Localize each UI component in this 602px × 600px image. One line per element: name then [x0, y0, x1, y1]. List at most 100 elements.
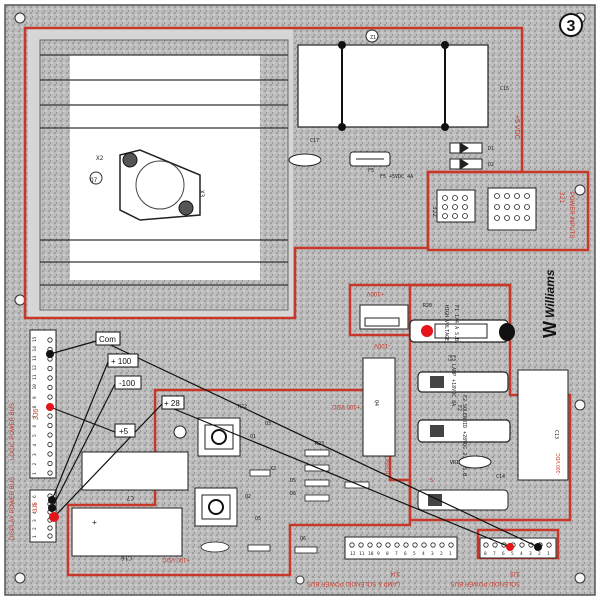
svg-text:3: 3 — [567, 18, 576, 35]
svg-text:C7: C7 — [126, 494, 134, 501]
svg-text:-100: -100 — [119, 379, 136, 388]
svg-text:C16: C16 — [121, 554, 132, 561]
williams-logo: W Williams — [540, 269, 560, 338]
svg-text:+100 VDC: +100 VDC — [161, 556, 190, 562]
svg-text:HIGH VOLTAGE: HIGH VOLTAGE — [443, 305, 449, 341]
svg-text:3J5: 3J5 — [33, 502, 39, 512]
connector-pin — [47, 384, 53, 391]
heat-sink-zone: Q7 X3 X2 — [28, 28, 293, 318]
svg-text:R20: R20 — [423, 303, 432, 309]
connector-pin — [47, 365, 53, 372]
probe-points — [46, 350, 542, 551]
callout-plus100: + 100 — [107, 353, 139, 368]
fuse-lower — [417, 489, 509, 511]
connector-pin — [519, 542, 525, 548]
connector-pin — [385, 542, 391, 548]
connector-pin — [403, 542, 409, 548]
connector-pin — [448, 542, 454, 548]
svg-text:C14: C14 — [496, 474, 505, 480]
connector-pin — [394, 542, 400, 548]
pin-number: 10 — [32, 384, 38, 390]
svg-text:5: 5 — [430, 478, 433, 484]
hv-zone — [359, 304, 409, 330]
svg-text:+100V: +100V — [366, 290, 384, 296]
svg-text:F2: F2 — [456, 405, 462, 411]
connector-pin — [47, 422, 53, 429]
callout-plus28: + 28 — [161, 395, 185, 410]
pin-number: 9 — [377, 551, 380, 557]
pin-number: 2 — [440, 551, 443, 557]
callout-minus100: -100 — [114, 375, 142, 390]
connector-pin — [367, 542, 373, 548]
capacitor-c7 — [81, 451, 189, 491]
svg-text:D2: D2 — [488, 162, 494, 168]
connector-pin — [376, 542, 382, 548]
pin-number: 7 — [32, 415, 38, 418]
pin-number: 6 — [32, 425, 38, 428]
capacitor-c16: + — [71, 507, 183, 557]
connector-pin — [412, 542, 418, 548]
pin-number: 11 — [32, 374, 38, 380]
pin-number: 3 — [32, 453, 38, 456]
pin-number: 3 — [529, 551, 532, 557]
connector-pin — [47, 337, 53, 343]
svg-text:Q5: Q5 — [255, 516, 261, 522]
pin-number: 2 — [32, 463, 38, 466]
pin-number: 6 — [32, 495, 38, 498]
svg-text:X3: X3 — [198, 190, 205, 198]
connector-pin — [47, 441, 53, 448]
svg-text:Q2: Q2 — [245, 494, 251, 500]
pin-number: 5 — [32, 503, 38, 506]
connector-pin — [349, 542, 355, 548]
pin-number: 12 — [350, 551, 356, 557]
svg-text:+ 100: + 100 — [111, 357, 132, 366]
svg-text:Z1: Z1 — [370, 35, 376, 41]
pin-number: 6 — [404, 551, 407, 557]
callout-plus5: +5 — [114, 423, 136, 438]
svg-text:W: W — [540, 321, 560, 338]
probe-point-black-f1 — [499, 323, 515, 341]
connector-pin — [47, 432, 53, 438]
connector-pin — [483, 542, 489, 548]
svg-text:LOGIC POWER BUS: LOGIC POWER BUS — [10, 403, 16, 460]
pin-number: 8 — [484, 551, 487, 557]
svg-text:C13: C13 — [553, 430, 559, 439]
svg-text:+: + — [92, 518, 97, 527]
connector-pin — [47, 460, 53, 467]
pin-number: 7 — [493, 551, 496, 557]
pin-number: 12 — [32, 365, 38, 371]
svg-text:F3: F3 — [446, 355, 452, 361]
connector-pin — [47, 413, 53, 419]
svg-text:-100V: -100V — [374, 342, 390, 348]
svg-text:+5: +5 — [119, 427, 129, 436]
capacitor-c17 — [288, 153, 322, 167]
connector-3j1 — [487, 187, 537, 231]
svg-text:SOLENOID POWER BUS: SOLENOID POWER BUS — [451, 580, 520, 586]
fuse-f1 — [409, 319, 509, 343]
pin-number: 1 — [547, 551, 550, 557]
svg-text:F3 LAMP +18VDC 8A: F3 LAMP +18VDC 8A — [450, 355, 456, 406]
connector-pin — [47, 451, 53, 457]
rectifier-block — [297, 29, 489, 131]
varistor-vr1 — [458, 455, 492, 469]
svg-text:F5: F5 — [368, 168, 374, 174]
svg-text:D1: D1 — [488, 146, 494, 152]
capacitor-q4-block — [362, 357, 396, 457]
pin-number: 2 — [538, 551, 541, 557]
svg-text:Q4: Q4 — [373, 400, 379, 406]
svg-text:D5: D5 — [290, 478, 296, 484]
connector-pin — [47, 533, 53, 539]
svg-text:F5 +5VDC 4A: F5 +5VDC 4A — [380, 174, 413, 180]
connector-pin — [47, 375, 53, 381]
pin-number: 3 — [32, 519, 38, 522]
pin-number: 4 — [520, 551, 523, 557]
capacitor-c13 — [517, 369, 569, 481]
svg-text:Q6: Q6 — [300, 536, 306, 542]
fuse-f5 — [349, 151, 391, 167]
svg-text:C17: C17 — [310, 138, 319, 144]
connector-pin — [430, 542, 436, 548]
pin-number: 5 — [413, 551, 416, 557]
